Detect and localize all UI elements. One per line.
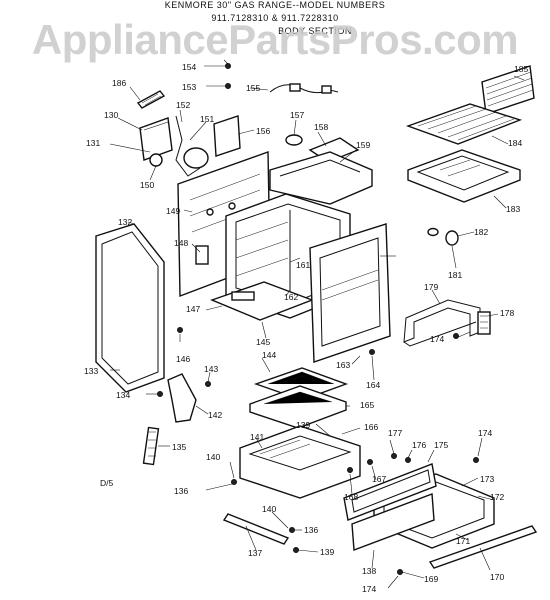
- callout-139: 139: [296, 420, 310, 430]
- part-132-side-panel: [95, 223, 165, 393]
- callout-155: 155: [246, 83, 260, 93]
- callout-146: 146: [176, 354, 190, 364]
- callout-164: 164: [366, 380, 380, 390]
- callout-169: 169: [424, 574, 438, 584]
- callout-153: 153: [182, 82, 196, 92]
- part-178-hinge: [477, 311, 491, 335]
- part-154-screw: [204, 63, 231, 69]
- callout-185: 185: [514, 64, 528, 74]
- callout-174a: 174: [430, 334, 444, 344]
- callout-159: 159: [356, 140, 370, 150]
- callout-168: 168: [344, 492, 358, 502]
- callout-163: 163: [336, 360, 350, 370]
- callout-labels: 186 154 153 155 130 152 151 131 156 157 …: [84, 62, 528, 594]
- callout-137: 137: [248, 548, 262, 558]
- callout-154: 154: [182, 62, 196, 72]
- callout-133: 133: [84, 366, 98, 376]
- callout-186: 186: [112, 78, 126, 88]
- callout-134: 134: [116, 390, 130, 400]
- callout-138: 138: [362, 566, 376, 576]
- callout-140: 140: [206, 452, 220, 462]
- callout-135: 135: [172, 442, 186, 452]
- diagram-footnote: D/5: [100, 478, 114, 488]
- callout-136: 136: [174, 486, 188, 496]
- callout-173: 173: [480, 474, 494, 484]
- part-183-broiler-pan: [407, 149, 521, 203]
- callout-141: 141: [250, 432, 264, 442]
- part-170-kick-plate: [428, 525, 538, 569]
- callout-132: 132: [118, 217, 132, 227]
- part-138-glass: [351, 493, 435, 551]
- callout-181: 181: [448, 270, 462, 280]
- callout-165: 165: [360, 400, 374, 410]
- callout-174b: 174: [478, 428, 492, 438]
- callout-143: 143: [204, 364, 218, 374]
- part-142-hinge: [167, 373, 197, 423]
- callout-151: 151: [200, 114, 214, 124]
- part-153-screw: [206, 83, 231, 89]
- part-182-knob: [427, 227, 459, 246]
- callout-156: 156: [256, 126, 270, 136]
- part-184-oven-rack: [405, 103, 523, 145]
- callout-179: 179: [424, 282, 438, 292]
- callout-172: 172: [490, 492, 504, 502]
- leader-lines: [110, 59, 525, 589]
- part-160-front-frame: [309, 223, 391, 363]
- part-175-door-panel: [343, 463, 437, 521]
- part-155-wire: [269, 83, 339, 94]
- callout-142: 142: [208, 410, 222, 420]
- callout-131: 131: [86, 138, 100, 148]
- callout-182: 182: [474, 227, 488, 237]
- callout-183: 183: [506, 204, 520, 214]
- callout-150: 150: [140, 180, 154, 190]
- callout-184: 184: [508, 138, 522, 148]
- part-157-clip: [285, 134, 303, 146]
- callout-140b: 140: [262, 504, 276, 514]
- callout-162: 162: [284, 292, 298, 302]
- callout-167: 167: [372, 474, 386, 484]
- callout-171: 171: [456, 536, 470, 546]
- callout-176: 176: [412, 440, 426, 450]
- callout-147: 147: [186, 304, 200, 314]
- callout-148: 148: [174, 238, 188, 248]
- part-135-brace: [142, 426, 160, 466]
- model-numbers: 911.7128310 & 911.7228310: [211, 13, 339, 23]
- part-165-broiler-pan: [249, 385, 347, 429]
- part-152-harness: [175, 115, 209, 177]
- callout-177: 177: [388, 428, 402, 438]
- section-title: BODY SECTION: [278, 26, 352, 36]
- part-185-broiler-rack: [481, 65, 535, 115]
- diagram-title: KENMORE 30" GAS RANGE--MODEL NUMBERS: [164, 0, 386, 10]
- callout-136b: 136: [304, 525, 318, 535]
- part-137-trim: [222, 513, 290, 545]
- callout-152: 152: [176, 100, 190, 110]
- callout-174c: 174: [362, 584, 376, 594]
- callout-145: 145: [256, 337, 270, 347]
- part-186-handle: [136, 90, 166, 109]
- callout-170: 170: [490, 572, 504, 582]
- callout-144: 144: [262, 350, 276, 360]
- callout-139b: 139: [320, 547, 334, 557]
- part-141-storage-drawer: [239, 425, 361, 499]
- part-159-vent-duct: [269, 151, 373, 205]
- part-156-panel: [213, 115, 241, 157]
- part-130-bracket: [139, 117, 173, 161]
- callout-175: 175: [434, 440, 448, 450]
- callout-149: 149: [166, 206, 180, 216]
- callout-130: 130: [104, 110, 118, 120]
- callout-166: 166: [364, 422, 378, 432]
- callout-178: 178: [500, 308, 514, 318]
- callout-161: 161: [296, 260, 310, 270]
- callout-157: 157: [290, 110, 304, 120]
- part-179-door-gasket: [403, 299, 481, 347]
- callout-158: 158: [314, 122, 328, 132]
- watermark-logo: AppliancePartsPros.com: [31, 16, 519, 63]
